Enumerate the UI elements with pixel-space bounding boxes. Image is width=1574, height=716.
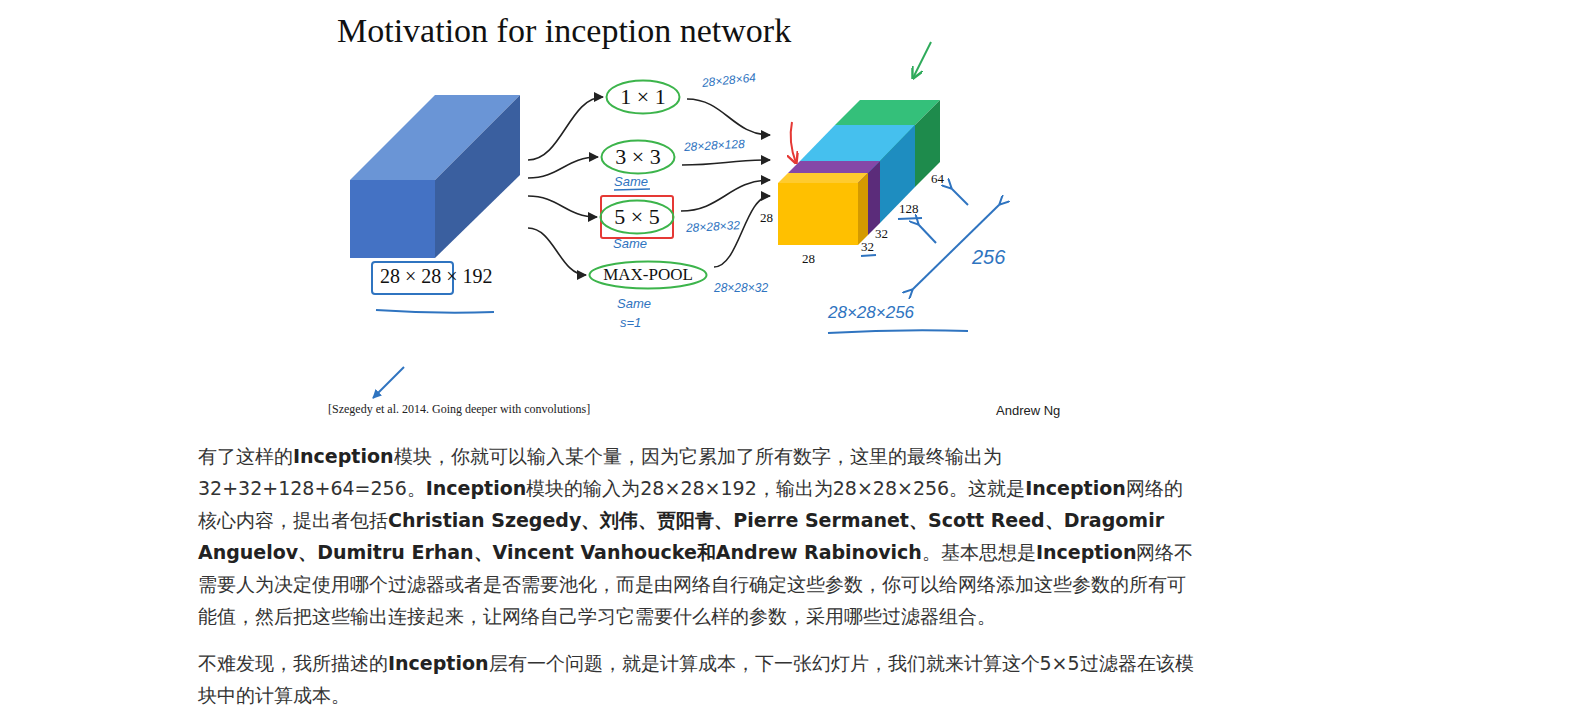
paragraph: 有了这样的Inception模块，你就可以输入某个量，因为它累加了所有数字，这里… [198,440,1198,632]
dimension-label: 64 [931,171,944,187]
green-arrow [913,42,931,78]
operation-label: 1 × 1 [620,84,665,110]
paragraph: 不难发现，我所描述的Inception层有一个问题，就是计算成本，下一张幻灯片，… [198,647,1198,711]
volume-label: 28×28×256 [828,303,914,323]
dimension-label: 128 [899,201,919,217]
author-credit: Andrew Ng [996,403,1060,418]
flow-arrow [528,196,597,217]
paragraph-text: 。基本思想是 [922,541,1036,563]
flow-arrow [528,228,586,275]
handwritten-note: s=1 [620,315,641,330]
paragraph-text: 模块的输入为28×28×192，输出为28×28×256。这就是 [526,477,1025,499]
operation-label: 3 × 3 [615,144,660,170]
operation-label: MAX-POOL [603,265,693,285]
underline [614,189,650,190]
underline [898,218,922,219]
underline [828,330,968,333]
underline [376,310,494,313]
highlight-box [601,196,673,238]
handwritten-note: 28×28×128 [684,137,745,154]
bold-term: Inception [293,445,394,467]
red-arrow [791,122,796,163]
flow-arrow [528,157,598,178]
volume-node: 28 × 28 × 192 [350,95,522,295]
flow-arrow [528,97,603,160]
input-volume [350,95,520,258]
operation-node: 1 × 1 [605,79,681,115]
paragraph-text: 不难发现，我所描述的 [198,652,388,674]
pointer-arrow [951,188,968,205]
handwritten-note: 28×28×32 [714,281,768,295]
bold-term: Inception [1036,541,1137,563]
flow-arrow [681,180,770,211]
pointer-arrow [918,224,936,243]
volume-label: 28 × 28 × 192 [380,265,493,288]
flow-arrow [687,99,770,135]
operation-node: MAX-POOL [588,260,708,290]
handwritten-note: 256 [972,246,1005,269]
paragraph-text: 有了这样的 [198,445,293,467]
output-volume [778,100,940,245]
handwritten-note: 28×28×32 [686,218,741,235]
dimension-label: 28 [760,210,773,226]
operation-label: 5 × 5 [614,204,659,230]
handwritten-note: Same [614,174,648,189]
handwritten-note: 28×28×64 [701,70,756,90]
bold-term: Inception [426,477,527,499]
citation: [Szegedy et al. 2014. Going deeper with … [328,402,590,417]
dimension-label: 28 [802,251,815,267]
underline [861,255,876,256]
operation-node: 5 × 5 [599,199,675,235]
handwritten-note: Same [613,236,647,251]
bold-term: Inception [1025,477,1126,499]
bold-term: Inception [388,652,489,674]
dimension-label: 32 [861,239,874,255]
volume-node: 28×28×256 [772,98,972,336]
dimension-label: 32 [875,226,888,242]
slide-title: Motivation for inception network [337,12,791,50]
operation-node: 3 × 3 [600,139,676,175]
handwritten-note: Same [617,296,651,311]
flow-arrow [682,160,770,165]
pointer-arrow [373,367,404,398]
